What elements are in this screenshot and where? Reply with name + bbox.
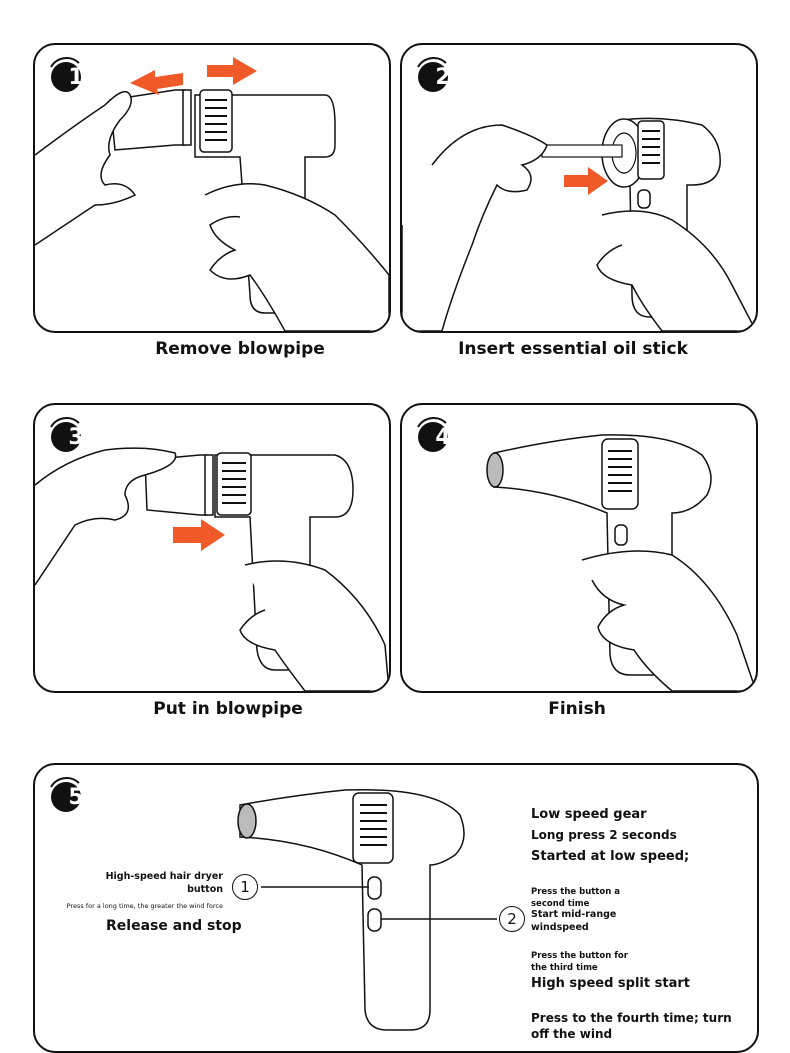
arrow-icon — [130, 70, 183, 95]
step-5-panel: 5 1 2 High-speed hair dryer button Press… — [33, 763, 759, 1053]
step-3-caption: Put in blowpipe — [153, 699, 303, 719]
step-2-illustration — [402, 117, 756, 331]
step-number: 1 — [68, 65, 84, 90]
arrow-icon — [173, 519, 225, 551]
press-second-line2: second time — [531, 899, 590, 909]
fourth-press-line1: Press to the fourth time; turn — [531, 1011, 732, 1025]
step-5-illustration — [237, 788, 497, 1031]
step-number: 4 — [435, 425, 451, 450]
callout-1: 1 — [232, 874, 258, 900]
button-title-line1: High-speed hair dryer — [105, 871, 223, 882]
step-2-caption: Insert essential oil stick — [458, 339, 688, 359]
step-number: 3 — [68, 425, 84, 450]
step-4-panel: 4 — [400, 403, 758, 693]
step-3-illustration — [35, 447, 389, 691]
long-press-2s: Long press 2 seconds — [531, 828, 677, 842]
release-stop-label: Release and stop — [106, 918, 242, 934]
press-second-line1: Press the button a — [531, 887, 620, 897]
mid-range-line1: Start mid-range — [531, 909, 617, 920]
step-number: 5 — [68, 785, 84, 810]
step-2-panel: 2 — [400, 43, 758, 333]
press-third-line1: Press the button for — [531, 951, 628, 961]
step-number: 2 — [435, 65, 451, 90]
callout-2: 2 — [499, 906, 525, 932]
step-1-illustration — [35, 57, 389, 331]
fourth-press-line2: off the wind — [531, 1027, 613, 1041]
step-3-panel: 3 — [33, 403, 391, 693]
step-4-caption: Finish — [548, 699, 606, 719]
long-press-hint: Press for a long time, the greater the w… — [66, 902, 223, 910]
mid-range-line2: windspeed — [531, 922, 589, 933]
low-speed-gear: Low speed gear — [531, 807, 647, 822]
arrow-icon — [564, 167, 608, 195]
button-title-line2: button — [187, 884, 223, 895]
step-1-caption: Remove blowpipe — [155, 339, 325, 359]
press-third-line2: the third time — [531, 963, 598, 973]
step-4-illustration — [486, 434, 756, 691]
started-low: Started at low speed; — [531, 849, 690, 864]
arrow-icon — [207, 57, 257, 85]
step-1-panel: 1 — [33, 43, 391, 333]
high-speed-split: High speed split start — [531, 976, 690, 991]
